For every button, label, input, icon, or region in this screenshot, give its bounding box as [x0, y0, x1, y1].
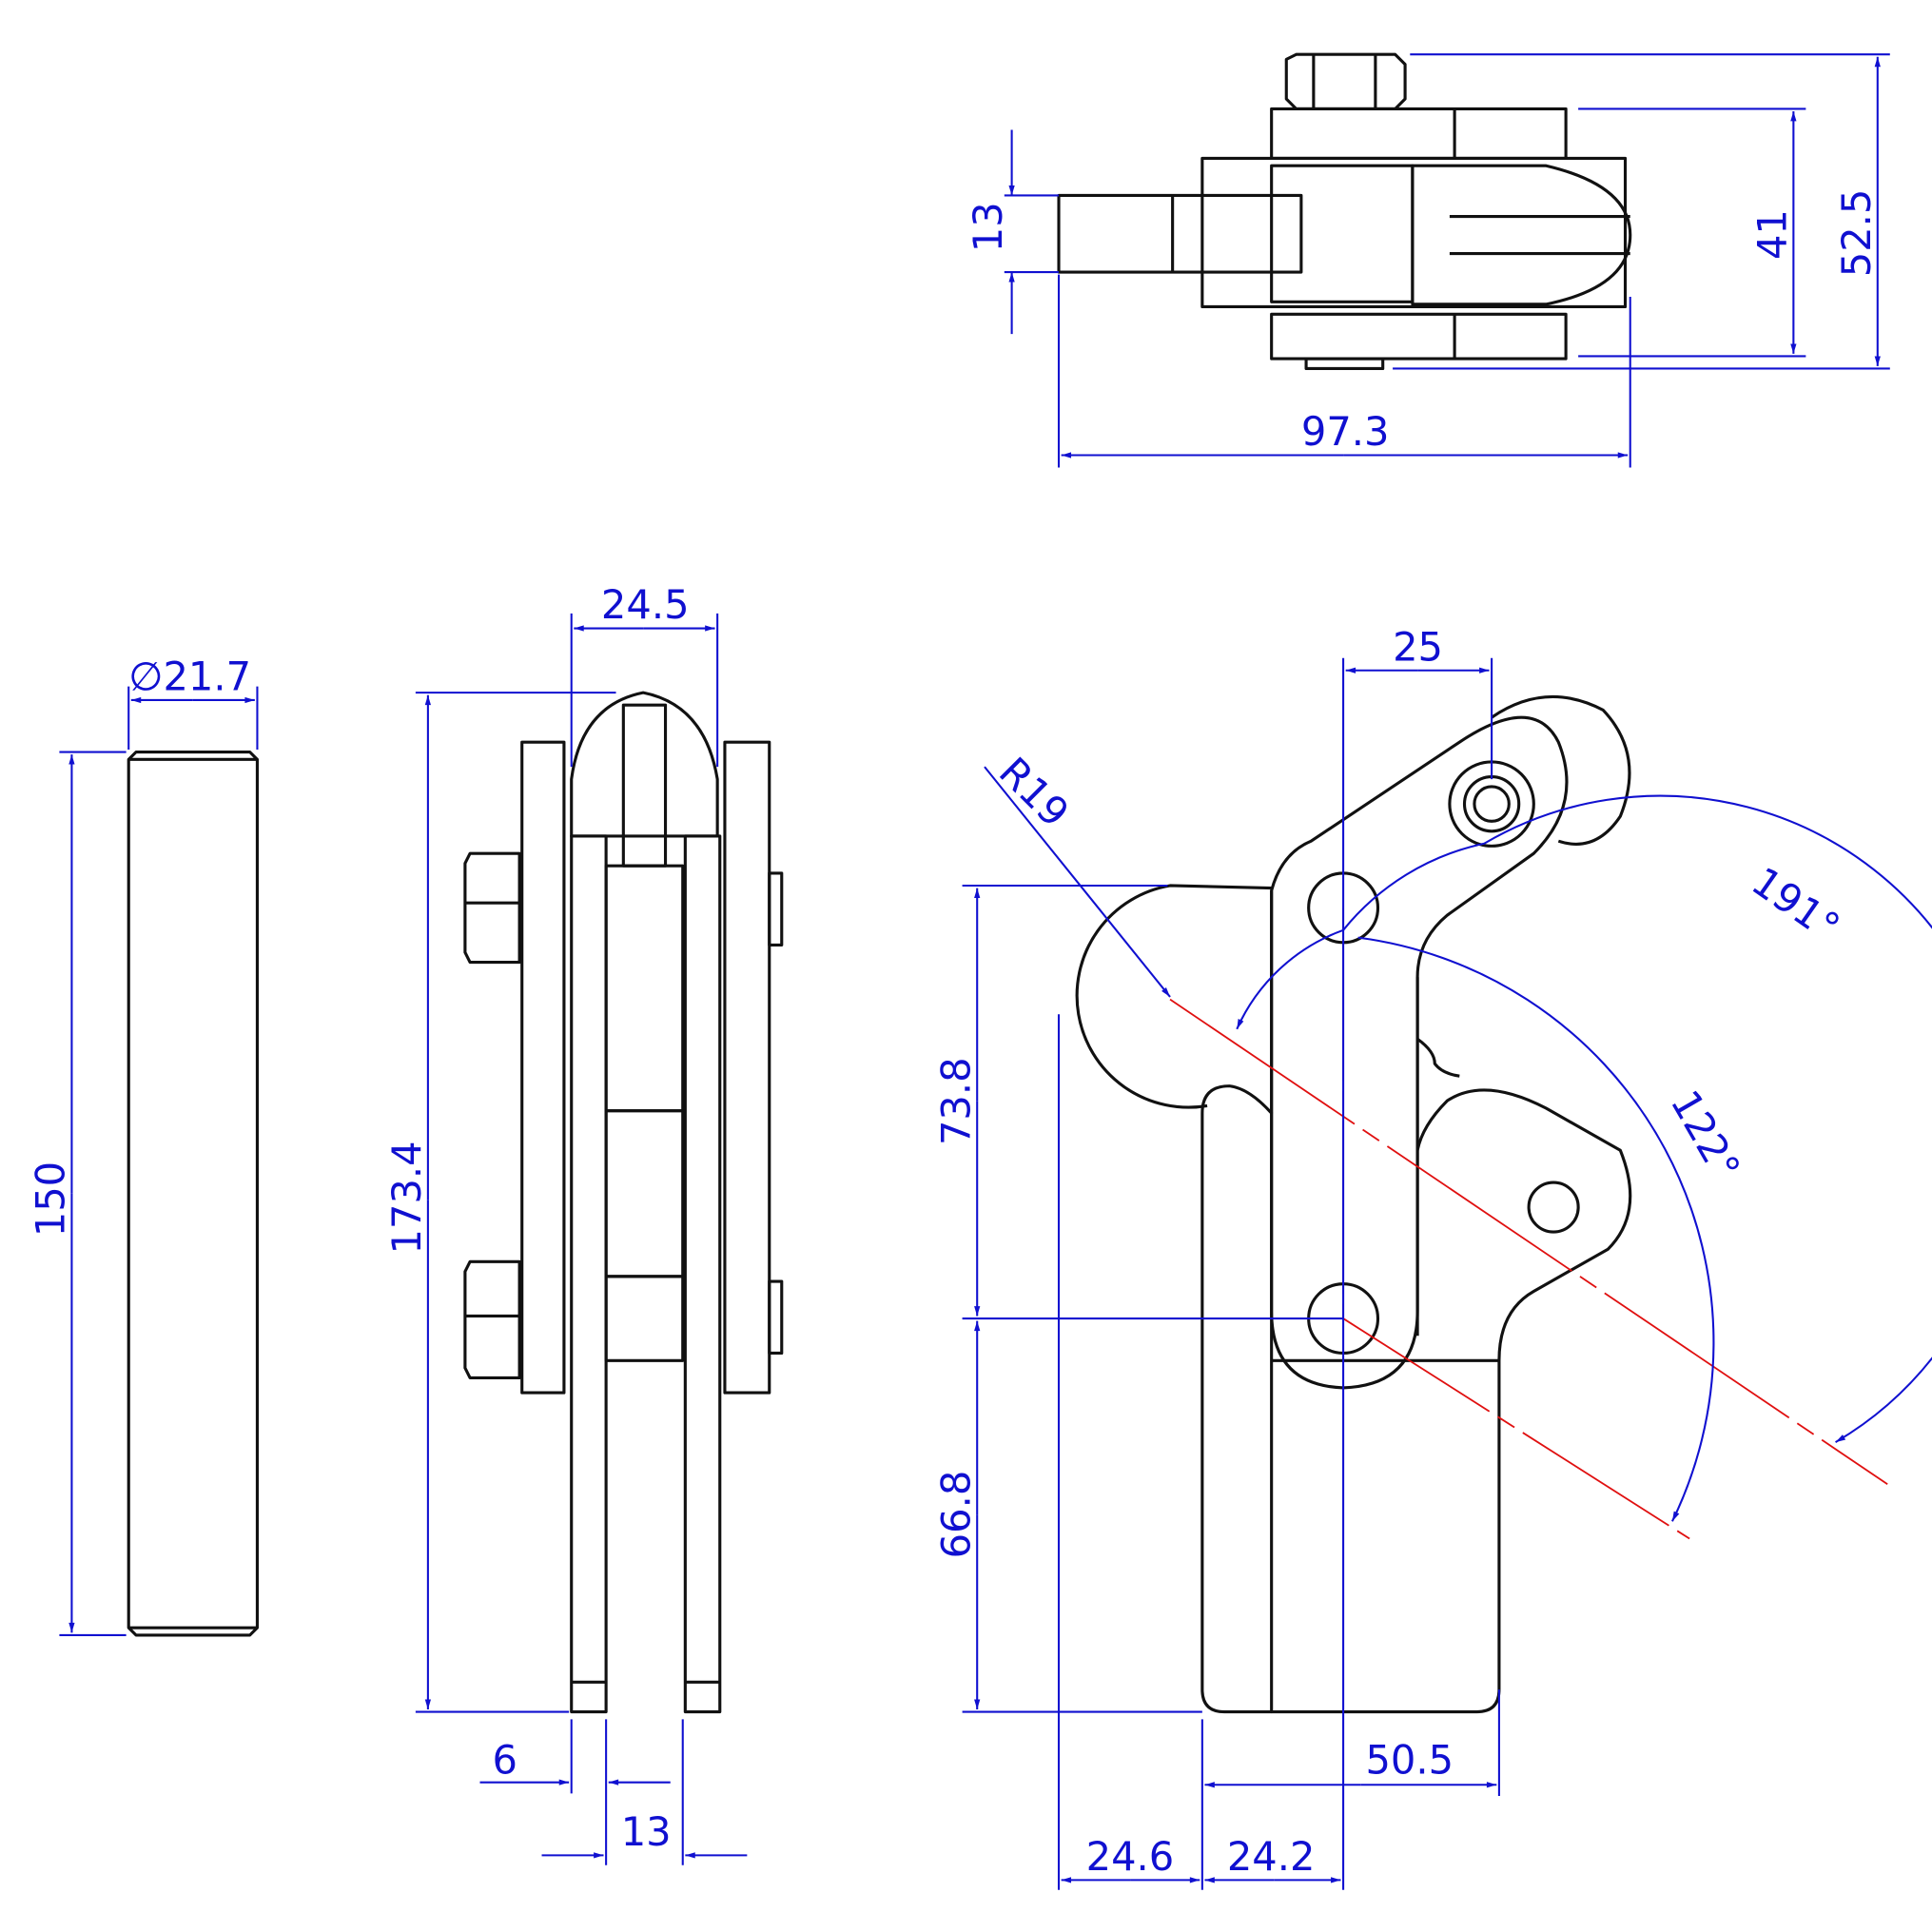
dim-25: 25	[1393, 623, 1443, 670]
dim-13: 13	[965, 202, 1011, 252]
dim-150: 150	[28, 1161, 74, 1237]
dim-diameter: ∅21.7	[128, 654, 251, 700]
front-view: 25 R19 191° 122° 73.8 66.8 50.5 24.6 24.…	[932, 623, 1932, 1890]
top-view: 13 41 52.5 97.3	[965, 52, 1890, 468]
pin-view: ∅21.7 150	[28, 654, 260, 1637]
dim-6: 6	[493, 1737, 517, 1784]
dim-angle-122: 122°	[1662, 1083, 1750, 1188]
dim-97-3: 97.3	[1301, 408, 1390, 455]
dim-50-5: 50.5	[1365, 1737, 1454, 1784]
dim-73-8: 73.8	[932, 1057, 979, 1145]
side-view: 24.5 173.4 6 13	[383, 581, 784, 1865]
dim-66-8: 66.8	[932, 1471, 979, 1559]
dim-13-side: 13	[621, 1808, 672, 1855]
dim-angle-191: 191°	[1744, 858, 1848, 951]
dim-173-4: 173.4	[383, 1141, 430, 1254]
dim-41: 41	[1749, 209, 1796, 260]
dim-52-5: 52.5	[1833, 189, 1880, 278]
dim-24-5: 24.5	[601, 581, 690, 628]
dim-24-6: 24.6	[1086, 1833, 1175, 1880]
dim-r19: R19	[990, 748, 1079, 836]
dim-24-2: 24.2	[1227, 1833, 1316, 1880]
